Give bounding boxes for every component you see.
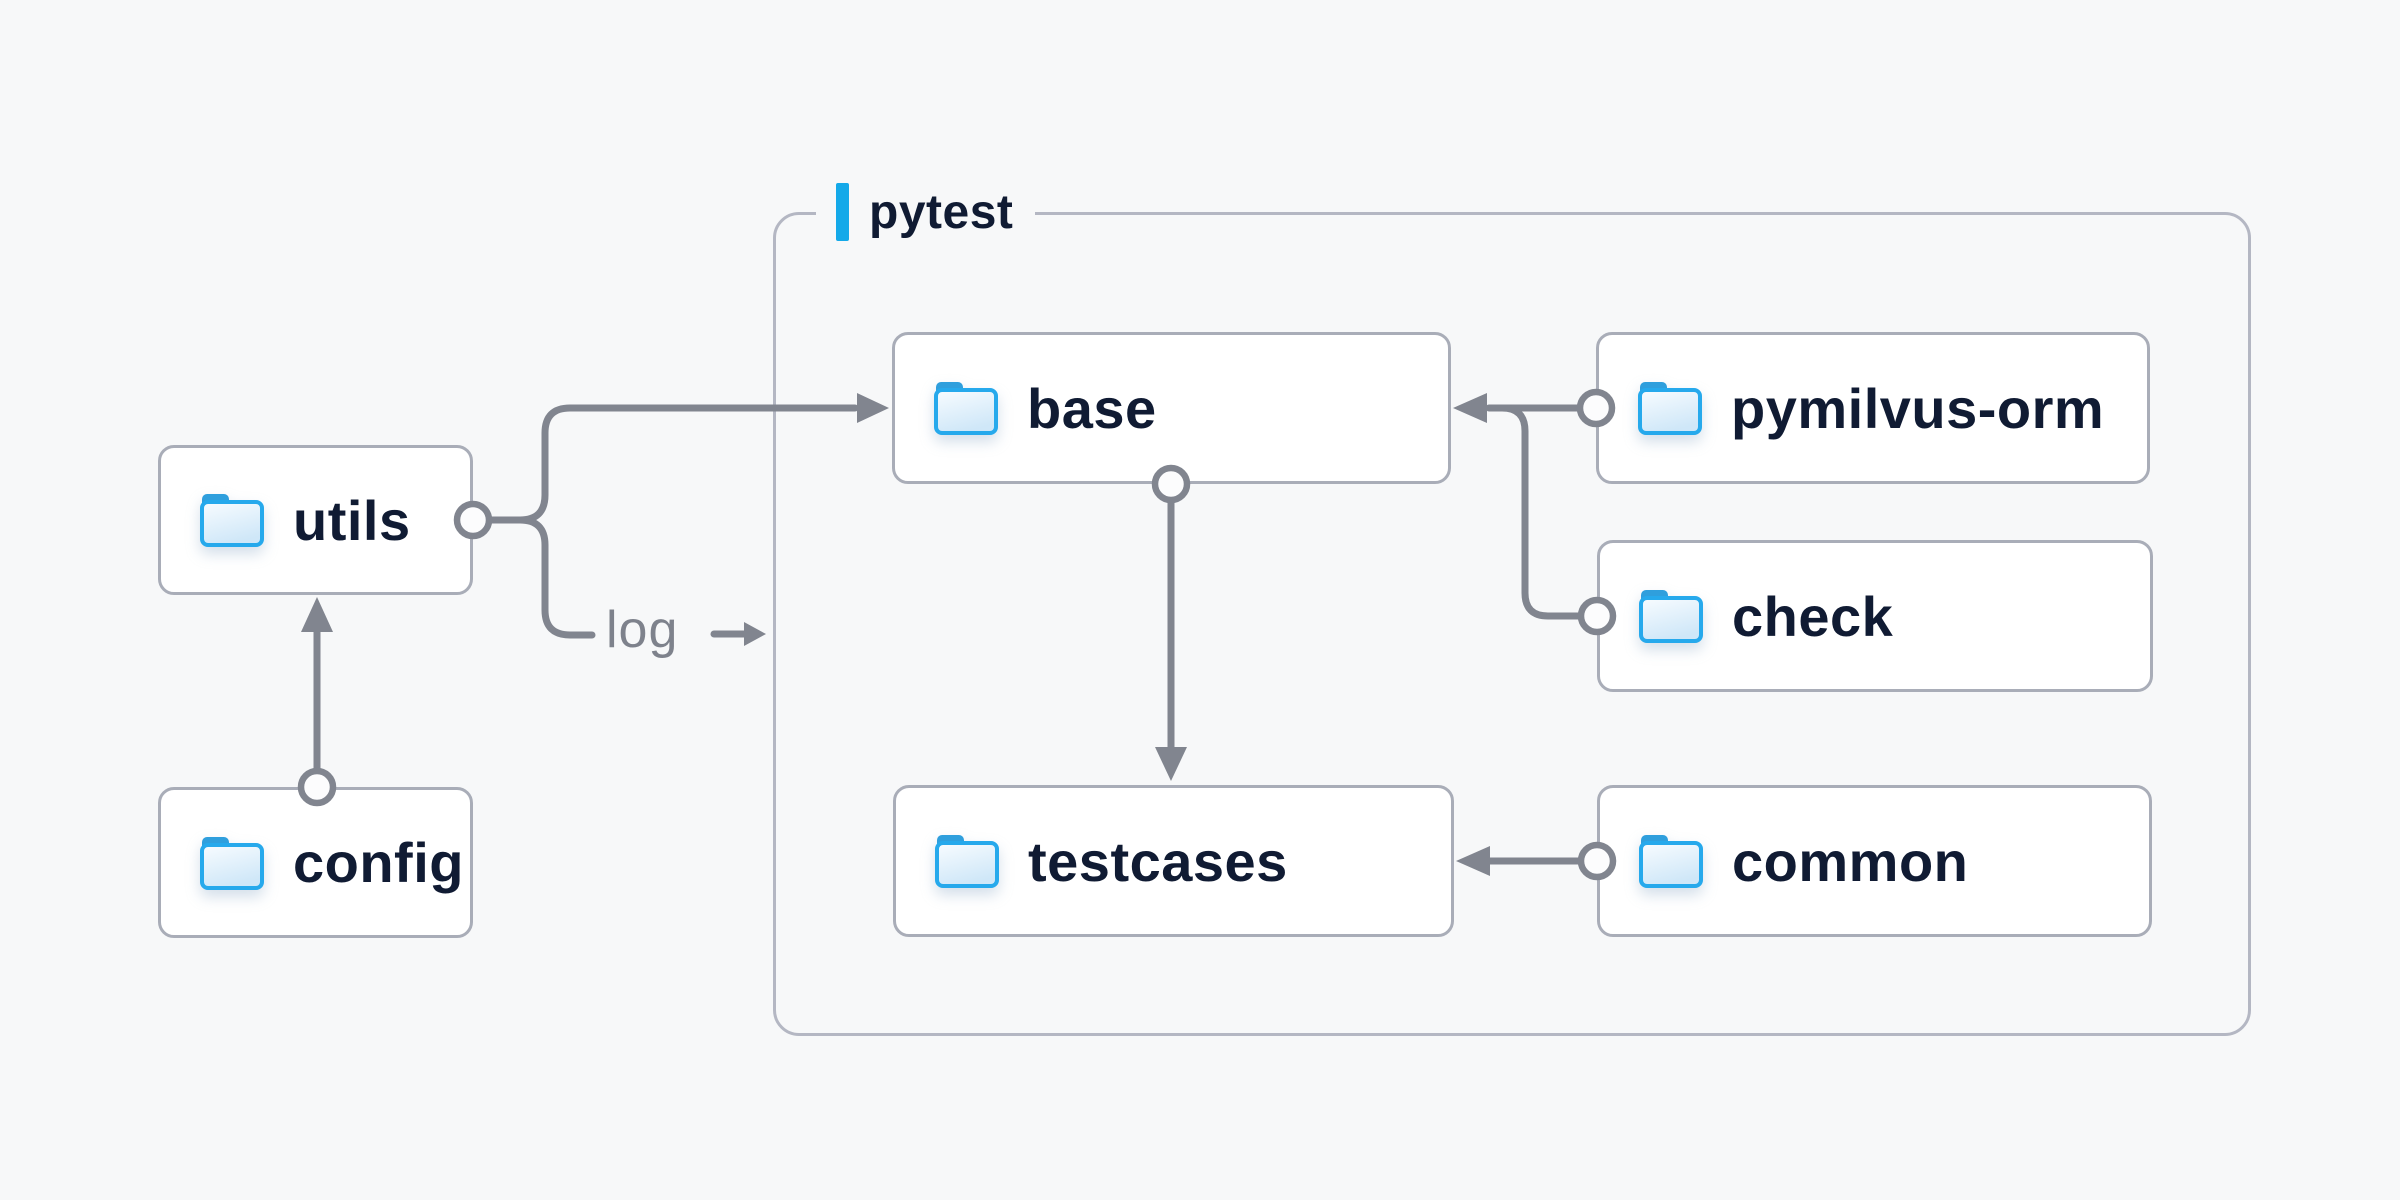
accent-bar-icon (836, 183, 849, 241)
folder-icon (1639, 590, 1703, 643)
folder-icon (1638, 382, 1702, 435)
pytest-group-title: pytest (869, 185, 1014, 239)
folder-icon (200, 494, 264, 547)
node-utils: utils (158, 445, 473, 595)
node-testcases: testcases (893, 785, 1454, 937)
node-label: utils (293, 488, 411, 552)
node-base: base (892, 332, 1451, 484)
edge-utils-log (516, 516, 596, 639)
node-label: base (1027, 376, 1157, 440)
node-label: common (1732, 829, 1969, 893)
node-common: common (1597, 785, 2152, 937)
pytest-group-container (773, 212, 2251, 1036)
node-check: check (1597, 540, 2153, 692)
node-label: pymilvus-orm (1731, 376, 2105, 440)
node-label: testcases (1028, 829, 1288, 893)
node-label: config (293, 831, 464, 894)
node-label: check (1732, 584, 1894, 648)
arrowhead-into-utils (301, 597, 333, 632)
folder-icon (935, 835, 999, 888)
folder-icon (934, 382, 998, 435)
node-config: config (158, 787, 473, 938)
folder-icon (200, 836, 264, 890)
pytest-group-label: pytest (816, 180, 1036, 244)
folder-icon (1639, 835, 1703, 888)
node-pymilvus-orm: pymilvus-orm (1596, 332, 2150, 484)
arrowhead-log (744, 622, 766, 646)
log-edge-label: log (606, 601, 679, 659)
